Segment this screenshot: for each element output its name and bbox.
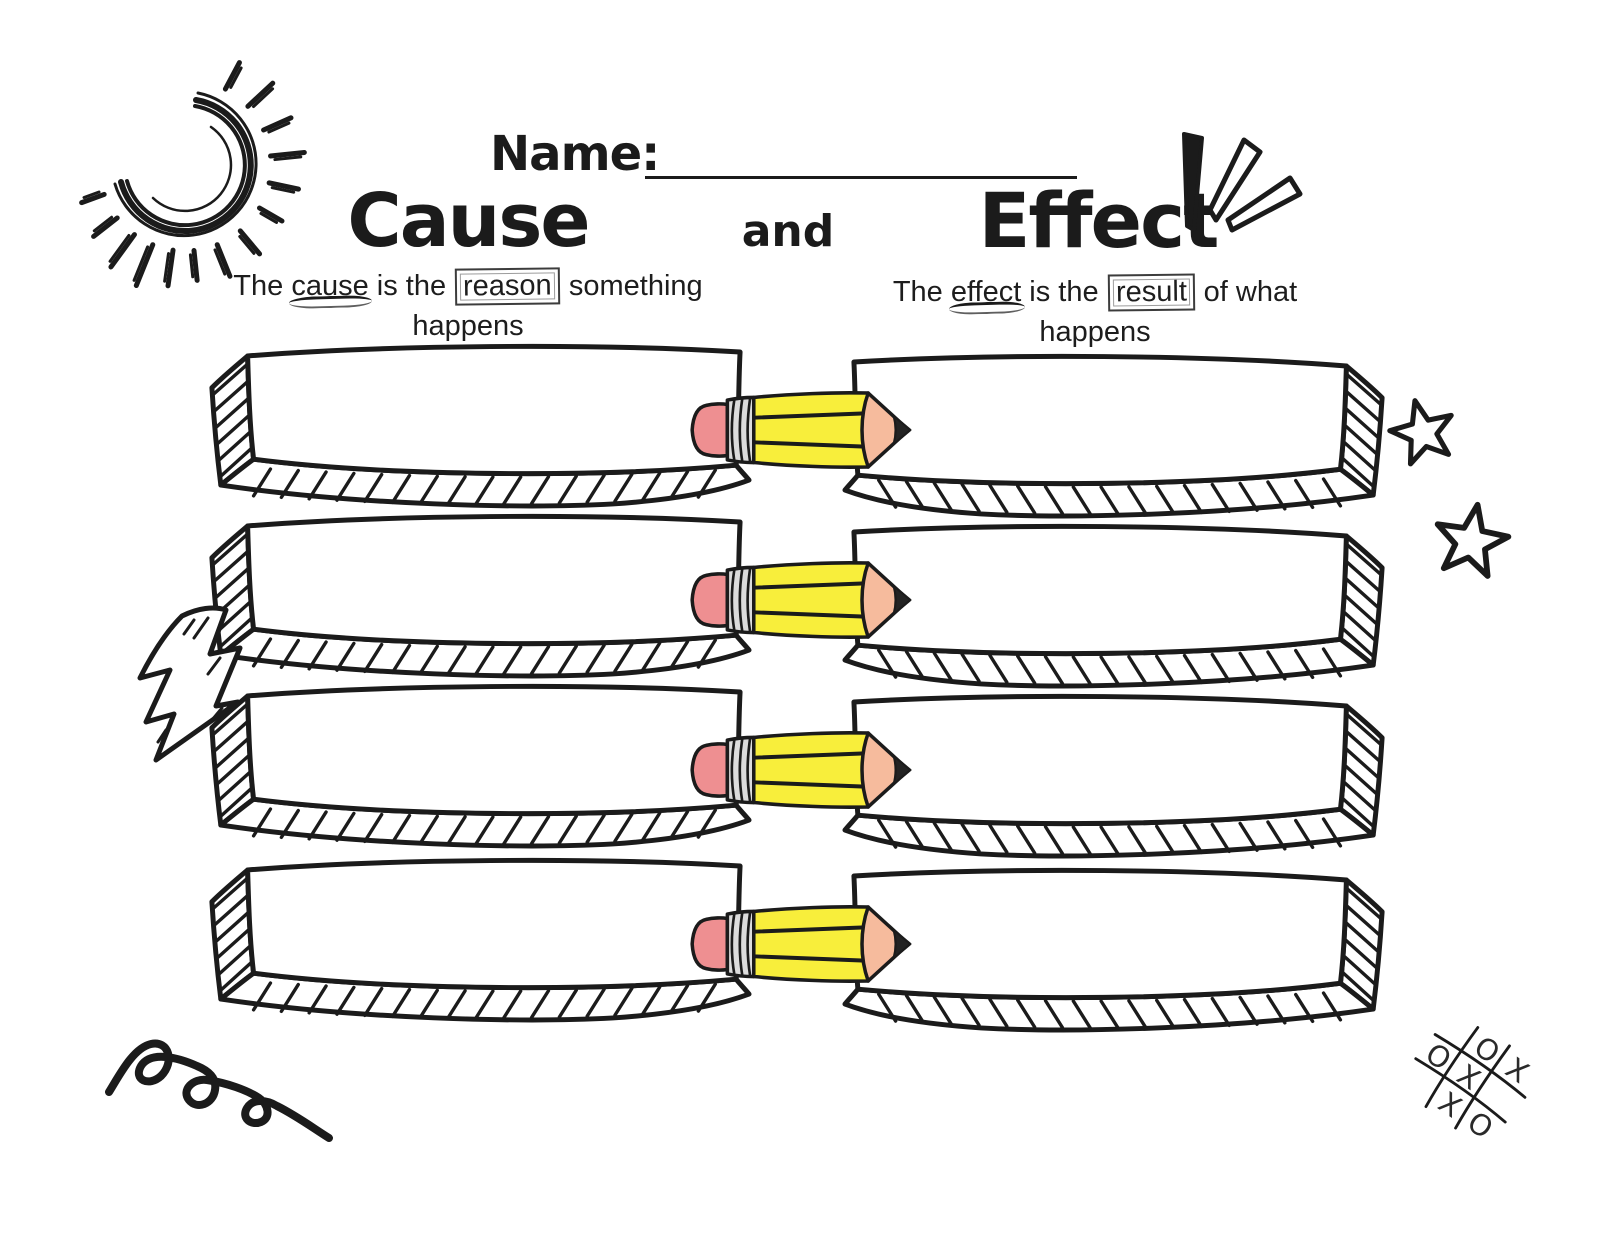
- cause-def-underlined-word: cause: [291, 270, 369, 302]
- pencil-connector-icon: [690, 390, 913, 470]
- name-input-line[interactable]: [645, 176, 1077, 179]
- effect-def-text: The: [892, 276, 951, 308]
- sun-doodle: [79, 60, 307, 289]
- cause-input-field[interactable]: [240, 366, 708, 474]
- effect-input-field[interactable]: [884, 720, 1352, 828]
- effect-def-underlined-word: effect: [950, 276, 1022, 308]
- lightning-bolt-doodle: [137, 605, 243, 763]
- cause-effect-row: [0, 338, 1600, 523]
- and-label: and: [741, 206, 835, 257]
- exclamation-lines-doodle: [1182, 132, 1303, 233]
- cause-effect-row: [0, 852, 1600, 1037]
- effect-definition: The effect is the result of what happens: [875, 272, 1315, 352]
- cause-definition: The cause is the reason something happen…: [233, 266, 703, 346]
- spiral-scribble-doodle: [105, 1039, 333, 1142]
- effect-title: Effect: [978, 176, 1220, 265]
- cause-input-field[interactable]: [240, 706, 708, 814]
- effect-input-field[interactable]: [884, 380, 1352, 488]
- name-label: Name:: [490, 126, 660, 182]
- effect-input-field[interactable]: [884, 894, 1352, 1002]
- cause-title: Cause: [347, 178, 590, 264]
- star-doodle: [1428, 500, 1514, 584]
- cause-input-field[interactable]: [240, 536, 708, 644]
- pencil-connector-icon: [690, 730, 913, 810]
- cause-def-text: The: [233, 270, 292, 302]
- pencil-connector-icon: [690, 904, 913, 984]
- sun-rays: [79, 60, 307, 289]
- star-doodle: [1385, 396, 1461, 470]
- effect-input-field[interactable]: [884, 550, 1352, 658]
- cause-input-field[interactable]: [240, 880, 708, 988]
- pencil-connector-icon: [690, 560, 913, 640]
